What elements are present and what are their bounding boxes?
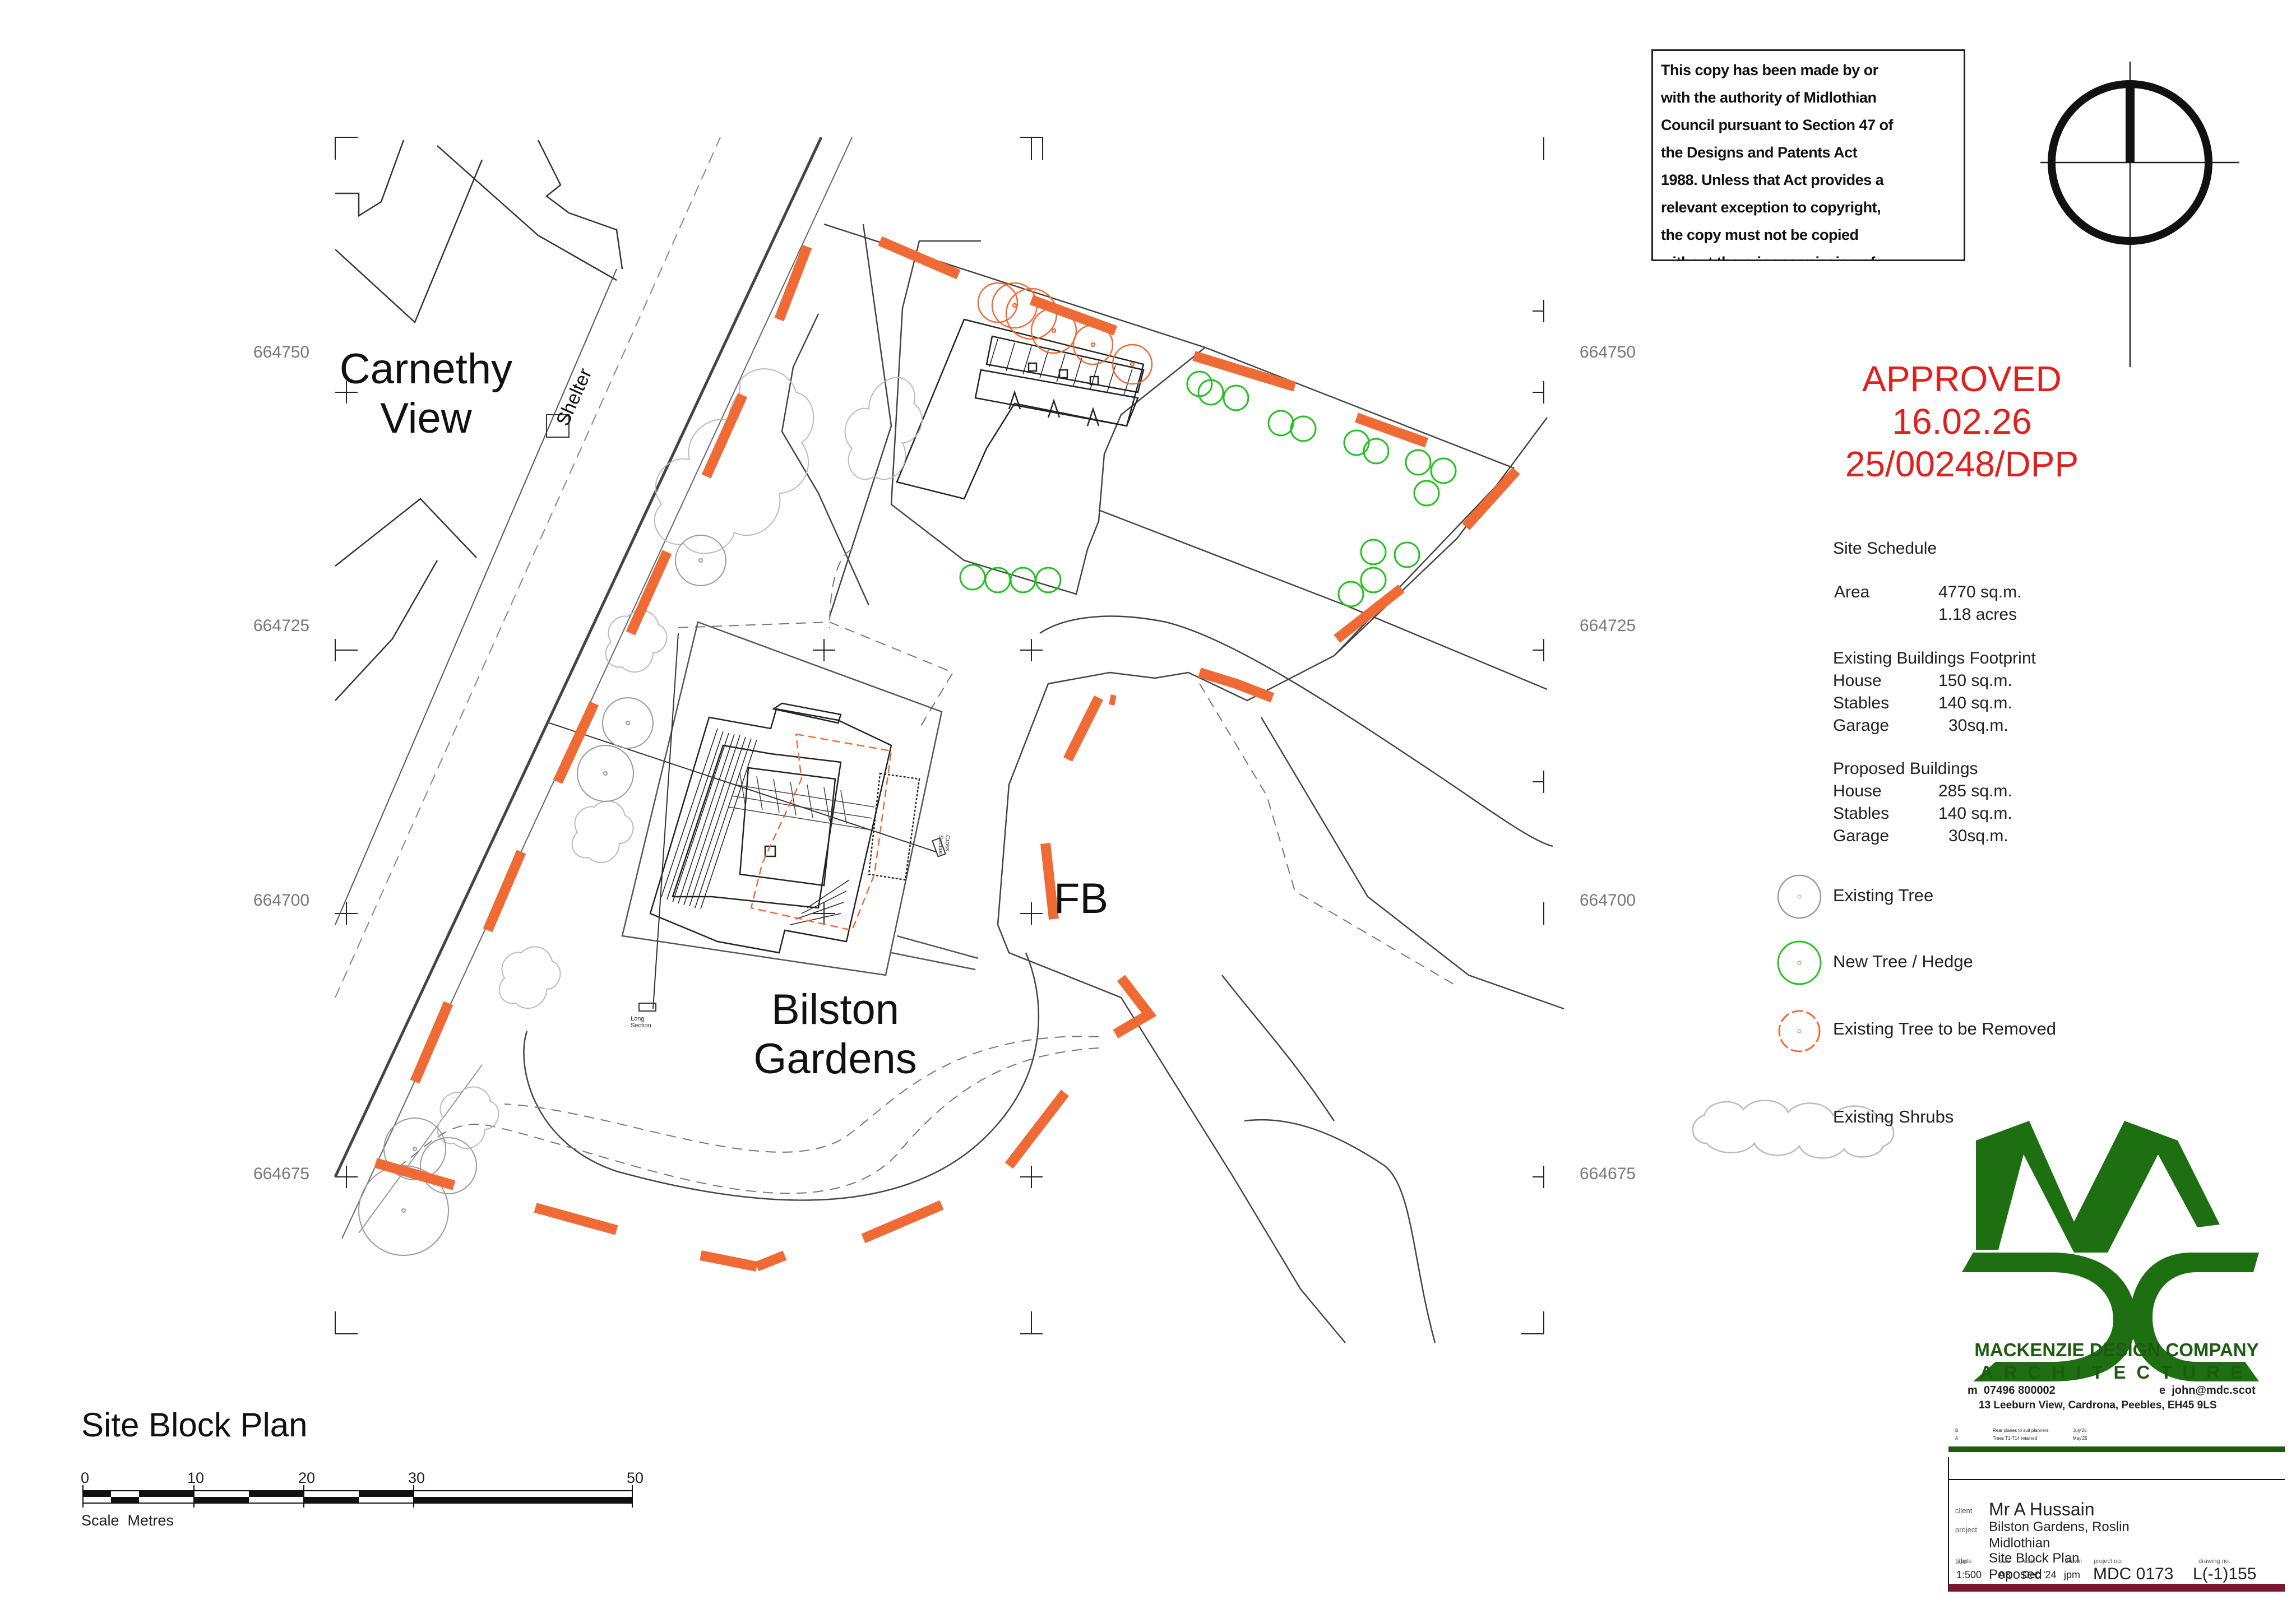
meta-drawn-label: drawn [2065,1558,2082,1565]
schedule-proposed-garage-value: 30sq.m. [1948,827,2008,845]
schedule-proposed-stables-value: 140 sq.m. [1938,804,2012,823]
schedule-proposed-house-value: 285 sq.m. [1938,782,2012,800]
legend-existing-tree: Existing Tree [1833,885,1934,905]
house-plot [621,621,943,976]
schedule-proposed-title: Proposed Buildings [1833,759,1978,778]
schedule-proposed-stables: Stables [1833,804,1890,823]
scale-tick-10: 10 [187,1469,205,1486]
coord-right-4: 664675 [1580,1165,1636,1183]
coord-right-2: 664725 [1580,616,1636,635]
project-value-1: Bilston Gardens, Roslin [1989,1519,2130,1534]
scale-tick-50: 50 [627,1469,644,1486]
trees-to-be-removed [977,282,1153,385]
coord-left-4: 664675 [253,1165,310,1183]
revision-b-id: B [1955,1428,1959,1433]
copyright-notice-text: This copy has been made by or with the a… [1661,62,1894,259]
schedule-existing-stables: Stables [1833,694,1890,712]
company-address: 13 Leeburn View, Cardrona, Peebles, EH45… [1979,1399,2217,1411]
scale-tick-20: 20 [298,1469,316,1486]
project-value-2: Midlothian [1989,1536,2050,1551]
title-value-1: Site Block Plan [1989,1551,2080,1566]
dashed-paths [392,549,1458,1194]
meta-date-label: date [2024,1558,2036,1565]
schedule-proposed-house: House [1833,782,1882,800]
approval-stamp: APPROVED 16.02.26 25/00248/DPP [1777,358,2147,485]
approval-reference: 25/00248/DPP [1845,444,2079,484]
schedule-title: Site Schedule [1833,539,1937,558]
label-fb: FB [1054,875,1109,922]
coord-right-3: 664700 [1580,891,1636,910]
meta-drawing-no: L(-1)155 [2193,1565,2257,1583]
shelter-box [546,414,570,438]
schedule-existing-stables-value: 140 sq.m. [1938,694,2012,712]
existing-trees [358,535,726,1256]
revision-a-date: May'25 [2073,1436,2087,1441]
meta-scale-label: scale [1957,1558,1972,1565]
schedule-existing-garage: Garage [1833,716,1890,735]
company-phone: m 07496 800002 [1968,1384,2056,1397]
site-outlines [523,223,1564,1343]
approval-date: 16.02.26 [1892,401,2032,442]
meta-scale: 1:500 [1956,1569,1982,1580]
scale-tick-0: 0 [81,1469,90,1486]
meta-project-no: MDC 0173 [2093,1565,2174,1583]
coord-left-1: 664750 [253,343,310,361]
approval-status: APPROVED [1862,359,2062,399]
scale-caption: Scale Metres [81,1512,174,1529]
scale-tick-30: 30 [408,1469,425,1486]
meta-size: A3 [1998,1569,2011,1580]
meta-drawing-no-label: drawing no. [2198,1558,2230,1565]
schedule-proposed-garage: Garage [1833,827,1890,845]
revision-b-date: July'25 [2073,1428,2087,1433]
schedule-existing-house: House [1833,671,1882,690]
legend-existing-shrubs: Existing Shrubs [1833,1107,1954,1126]
legend-tree-removed: Existing Tree to be Removed [1833,1019,2057,1038]
legend-symbols [1692,874,1895,1159]
label-bilston-gardens: Bilston Gardens [753,986,917,1083]
title-block-rule-bottom [1948,1584,2285,1592]
new-trees [959,370,1457,608]
title-block-rule-top [1948,1446,2285,1452]
meta-size-label: size [1999,1558,2011,1565]
label-carnethy-view: Carnethy View [339,345,513,442]
copyright-notice-box: This copy has been made by or with the a… [1651,49,1965,261]
neighbour-buildings [335,140,623,701]
stables-building [896,318,1145,500]
proposed-extension-outline [750,733,892,931]
meta-drawn: jpm [2064,1569,2081,1580]
grid-corner-markers [335,137,1544,1334]
title-value-2: Poposed [1989,1567,2042,1582]
coord-left-2: 664725 [253,616,310,635]
revision-b-desc: Rear planes to suit planners [1993,1428,2049,1433]
meta-date: Dec '24 [2022,1569,2057,1580]
client-value: Mr A Hussain [1989,1499,2095,1519]
label-long-section: Long Section [631,1015,651,1029]
schedule-area-value-2: 1.18 acres [1938,605,2017,624]
schedule-area-value-1: 4770 sq.m. [1938,583,2022,601]
north-arrow-icon [2040,62,2239,367]
legend-new-tree: New Tree / Hedge [1833,952,1973,971]
drawing-title: Site Block Plan [81,1406,308,1444]
revision-a-id: A [1955,1436,1959,1441]
project-label: project [1955,1525,1978,1534]
company-email: e john@mdc.scot [2159,1384,2256,1397]
site-boundary-hedge [374,236,1520,1272]
company-subtitle: ARCHITECTURE [1979,1362,2254,1383]
coord-right-1: 664750 [1580,343,1636,361]
revision-a-desc: Trees T1-T14 retained [1993,1436,2038,1441]
scale-bar [82,1485,633,1508]
meta-project-no-label: project no. [2094,1558,2123,1565]
schedule-existing-title: Existing Buildings Footprint [1833,649,2036,667]
title-label: title [1955,1557,1967,1565]
company-name: MACKENZIE DESIGN COMPANY [1974,1339,2259,1360]
existing-shrubs [437,368,923,1149]
schedule-existing-house-value: 150 sq.m. [1938,671,2012,690]
coord-left-3: 664700 [253,891,310,910]
client-label: client [1955,1506,1973,1515]
mdc-logo-icon [1962,1121,2259,1381]
label-cross-section: Cross Section [937,835,951,856]
schedule-existing-garage-value: 30sq.m. [1948,716,2008,735]
schedule-area-label: Area [1834,583,1870,601]
